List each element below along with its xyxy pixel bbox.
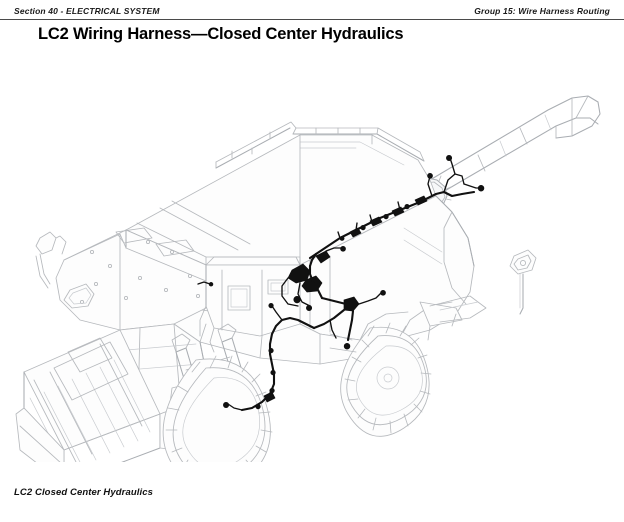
wiring-harness-overlay [197,155,485,412]
rear-frame [429,295,487,327]
running-header: Section 40 - ELECTRICAL SYSTEM Group 15:… [0,6,624,20]
figure-illustration [0,52,624,462]
page-title: LC2 Wiring Harness—Closed Center Hydraul… [38,25,404,43]
front-drive-tire [162,355,273,462]
header-section-label: Section 40 - ELECTRICAL SYSTEM [14,6,160,16]
figure-caption: LC2 Closed Center Hydraulics [14,487,154,498]
rear-steering-tire [329,301,463,437]
operator-cab [199,256,301,353]
header-rule [0,19,624,21]
header-group-label: Group 15: Wire Harness Routing [474,6,610,16]
rear-lamp-post [509,249,537,315]
combine-harvester-drawing [15,95,601,462]
